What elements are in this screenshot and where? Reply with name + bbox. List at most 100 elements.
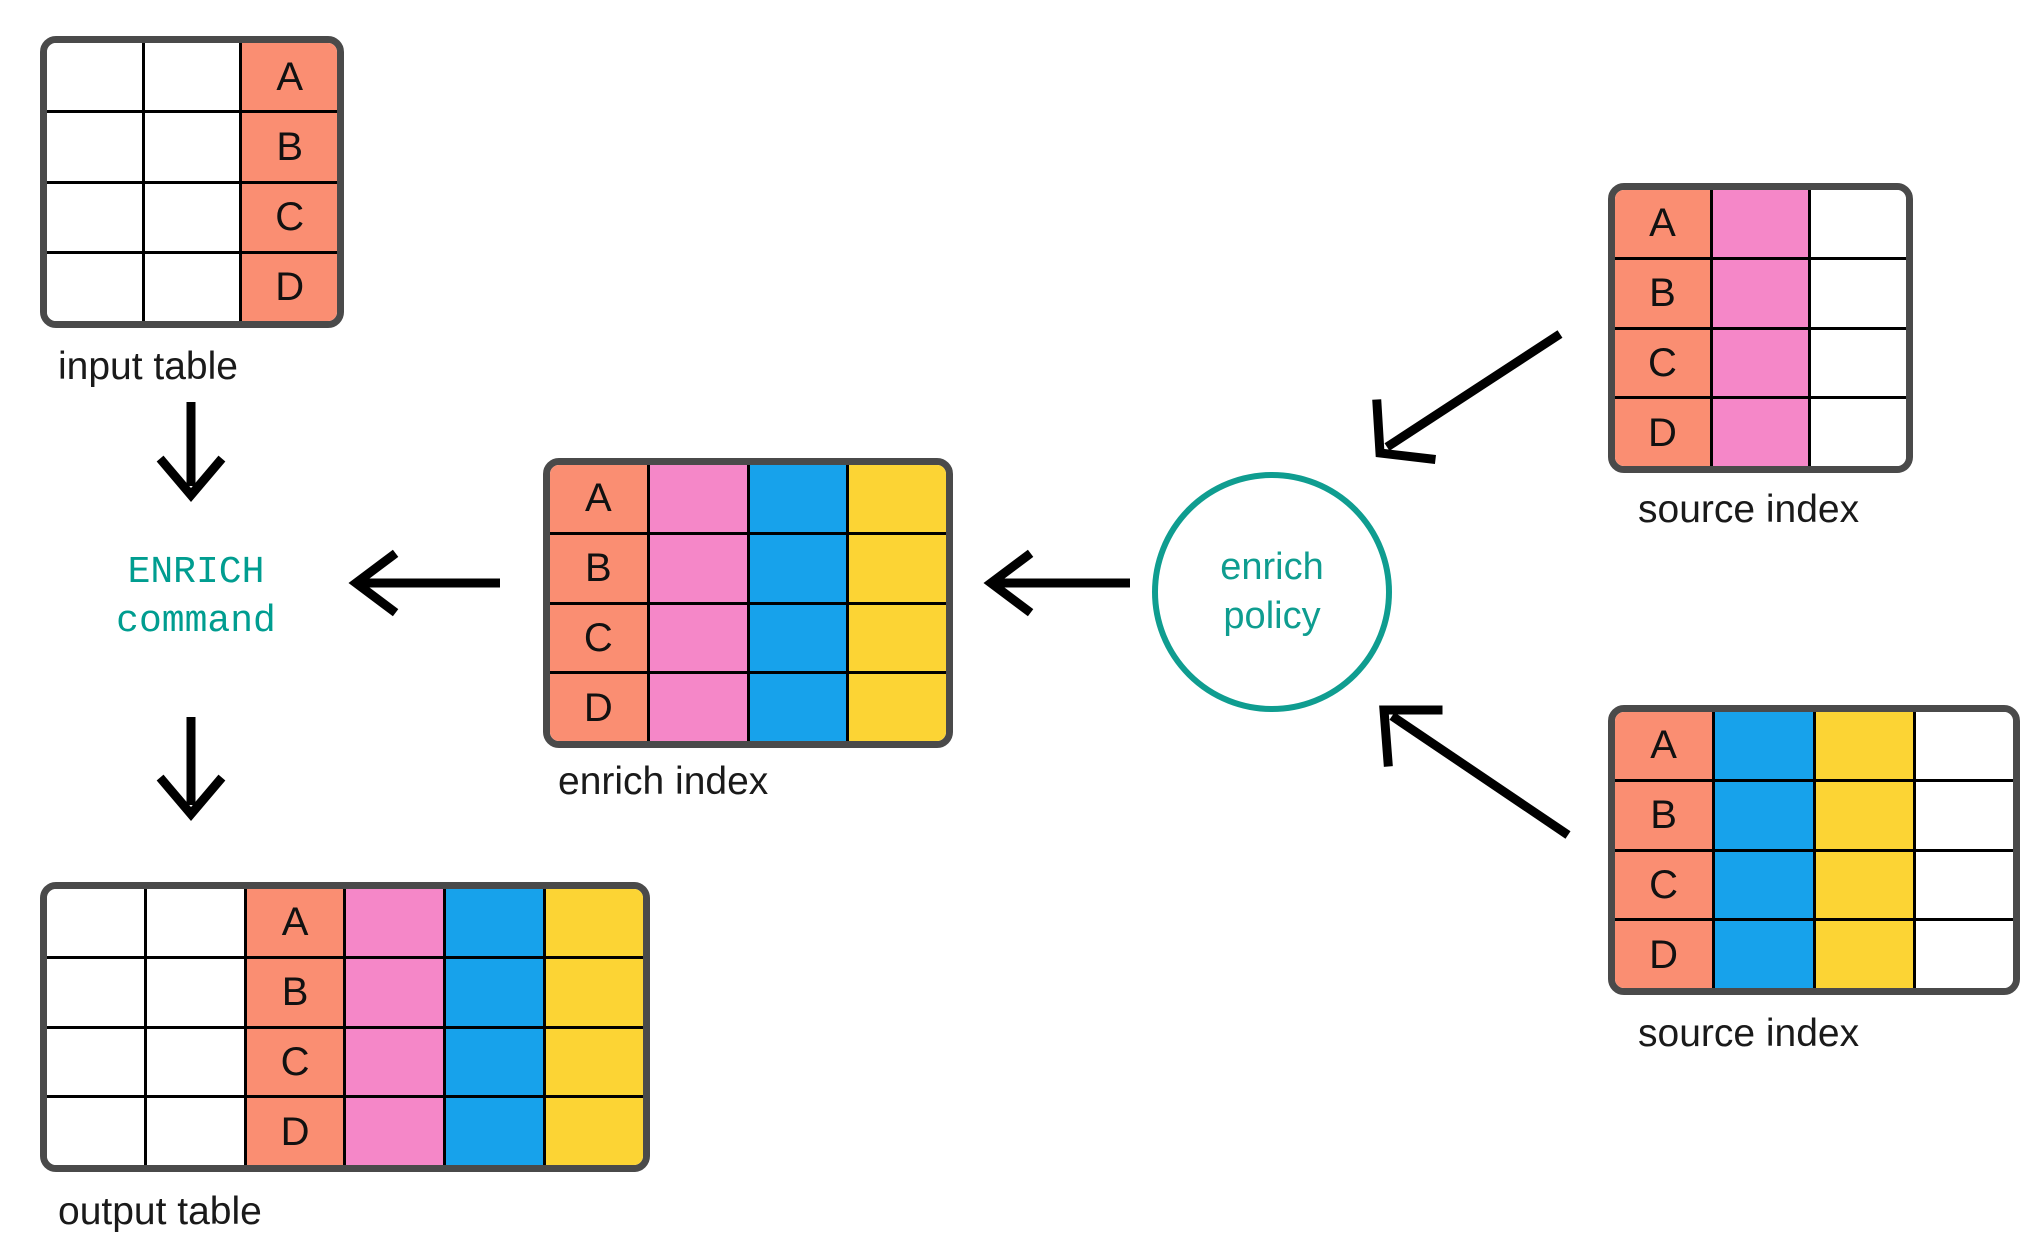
table-cell-key: B [1615,781,1716,849]
arrow-input-to-command [156,402,226,502]
table-cell-key: B [246,958,347,1026]
table-row: A [1615,712,2013,782]
table-cell [1815,851,1916,919]
table-cell [1811,329,1906,397]
table-cell [849,534,946,602]
table-cell [346,889,447,956]
table-row: C [47,1028,643,1099]
enrich-policy-line1: enrich [1220,545,1324,588]
table-row: C [1615,851,2013,922]
table-cell [849,604,946,672]
table-cell [1715,781,1816,849]
table-row: B [1615,259,1906,330]
table-cell [546,889,643,956]
table-row: B [47,113,337,184]
table-cell [47,1028,147,1096]
table-cell [1915,921,2013,988]
table-row: D [47,253,337,321]
enrich-policy-circle[interactable]: enrich policy [1152,472,1392,712]
arrow-enrich-index-to-command [348,549,500,617]
table-cell [1815,712,1916,779]
table-cell-key: C [1615,851,1716,919]
table-cell [649,604,750,672]
table-cell-key: B [1615,259,1713,327]
table-row: D [550,674,946,741]
table-row: D [47,1098,643,1165]
table-cell [1811,399,1906,466]
table-cell-key: D [1615,921,1716,988]
table-cell-key: C [246,1028,347,1096]
table-row: B [47,958,643,1029]
table-cell [546,1028,643,1096]
table-row: C [1615,329,1906,400]
table-row: C [47,183,337,254]
table-cell-key: B [550,534,650,602]
table-cell-key: C [242,183,337,251]
input-table-caption: input table [58,345,238,388]
table-cell-key: D [550,674,650,741]
table-cell [144,43,243,111]
enrich-index-caption: enrich index [558,760,769,803]
table-cell-key: C [1615,329,1713,397]
table-row: D [1615,399,1906,466]
table-cell [144,253,243,321]
table-cell-key: A [246,889,347,956]
table-cell [1713,399,1811,466]
arrow-command-to-output [156,717,226,821]
table-cell-key: A [550,465,650,532]
table-cell [1715,921,1816,988]
arrow-policy-to-enrich-index [983,549,1130,617]
table-cell [1815,781,1916,849]
table-cell-key: D [1615,399,1713,466]
table-row: A [550,465,946,535]
table-cell [1811,259,1906,327]
source-index-bottom-caption: source index [1638,1012,1860,1055]
table-cell [146,889,247,956]
table-cell [47,183,145,251]
output-table-caption: output table [58,1190,262,1233]
table-cell [346,1028,447,1096]
table-cell [346,958,447,1026]
source-index-bottom-table: A B C D [1608,705,2020,995]
table-cell-key: C [550,604,650,672]
table-cell [47,889,147,956]
table-cell [649,674,750,741]
table-cell [144,183,243,251]
table-row: A [47,889,643,959]
table-cell-key: D [242,253,337,321]
table-cell [649,534,750,602]
table-cell [446,1098,547,1165]
table-cell [47,958,147,1026]
table-cell [47,113,145,181]
table-cell [649,465,750,532]
table-cell-key: A [1615,190,1713,257]
input-table: A B C D [40,36,344,328]
table-cell [1713,329,1811,397]
arrow-source-index-top-to-policy [1372,330,1563,464]
source-index-top-caption: source index [1638,488,1860,531]
table-cell [749,534,850,602]
table-cell [1713,190,1811,257]
table-row: A [1615,190,1906,260]
table-cell [47,1098,147,1165]
table-cell [146,1028,247,1096]
table-row: B [550,534,946,605]
table-cell-key: A [1615,712,1716,779]
table-cell-key: A [242,43,337,111]
table-cell [849,674,946,741]
table-cell [47,253,145,321]
enrich-command-line1: ENRICH [127,550,265,594]
table-cell [146,958,247,1026]
table-cell [1715,851,1816,919]
table-cell-key: D [246,1098,347,1165]
table-cell [1811,190,1906,257]
enrich-command-box[interactable]: ENRICH command [80,515,312,680]
table-row: B [1615,781,2013,852]
arrow-source-index-bottom-to-policy [1379,705,1571,839]
table-cell [749,604,850,672]
table-cell [446,958,547,1026]
table-cell [849,465,946,532]
table-cell [446,1028,547,1096]
table-cell-key: B [242,113,337,181]
